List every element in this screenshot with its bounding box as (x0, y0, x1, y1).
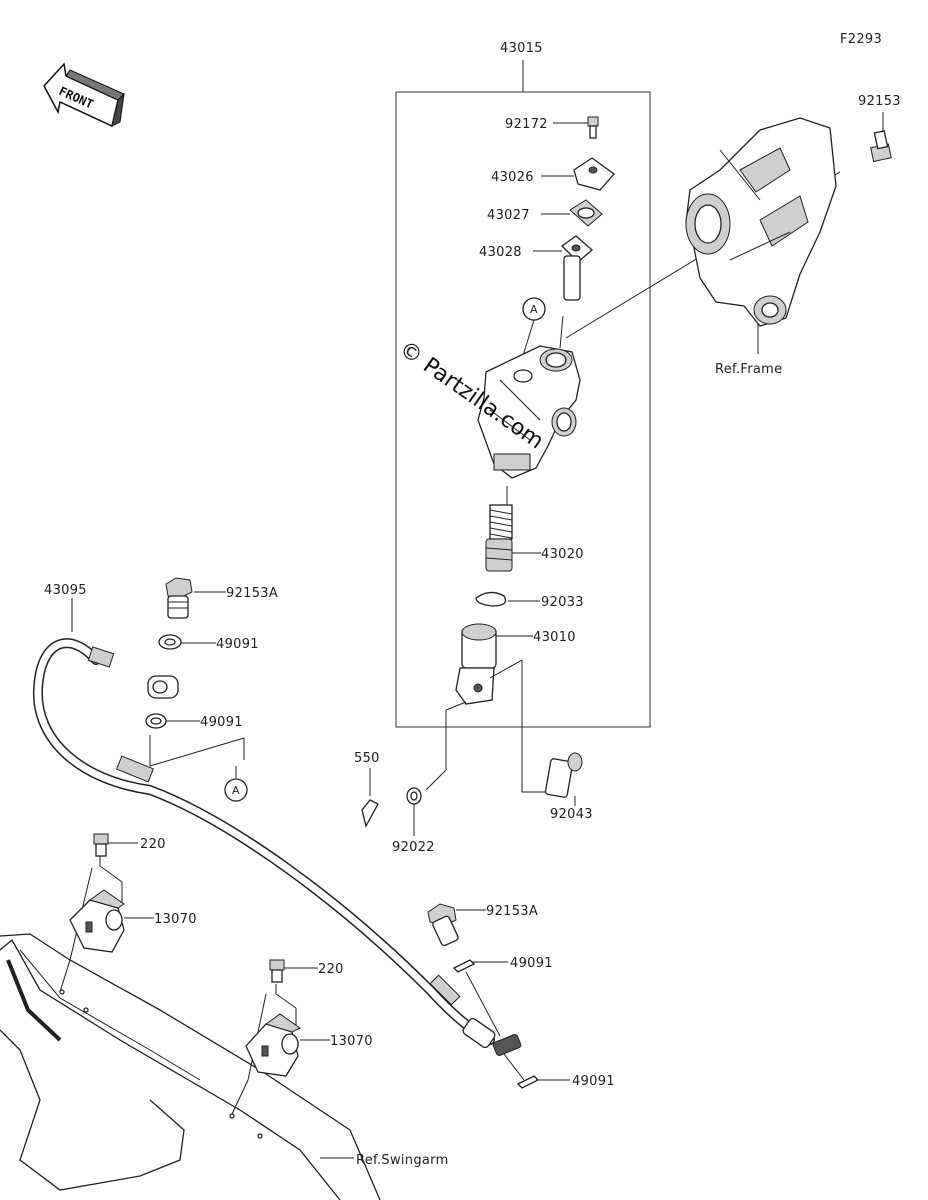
marker-a-bottom-label: A (232, 784, 240, 797)
swingarm-reference (0, 933, 381, 1200)
part-label-43020: 43020 (541, 547, 584, 562)
part-label-13070-left: 13070 (154, 912, 197, 927)
ref-frame-label: Ref.Frame (715, 362, 782, 377)
part-label-92022: 92022 (392, 840, 435, 855)
part-label-43028: 43028 (479, 245, 522, 260)
washer-49091-4 (503, 1053, 570, 1089)
bolt-92153 (870, 112, 892, 163)
cotter-pin-550 (361, 768, 379, 828)
hose-clamp-13070-left (69, 889, 154, 953)
washer-49091-1 (158, 634, 216, 650)
part-label-220-right: 220 (318, 962, 344, 977)
part-label-49091-4: 49091 (572, 1074, 615, 1089)
part-label-49091-3: 49091 (510, 956, 553, 971)
diaphragm-43027 (541, 199, 603, 227)
reservoir-fitting-43028 (533, 235, 593, 301)
hose-clamp-13070-right (245, 1013, 330, 1077)
part-label-550: 550 (354, 751, 380, 766)
piston-43020 (485, 486, 541, 572)
brake-hose-43095 (32, 598, 522, 1056)
part-label-92033: 92033 (541, 595, 584, 610)
part-label-92043: 92043 (550, 807, 593, 822)
part-label-43095: 43095 (44, 583, 87, 598)
washer-49091-2 (145, 713, 200, 729)
marker-a-top-label: A (530, 303, 538, 316)
part-label-92153: 92153 (858, 94, 901, 109)
assembly-box (395, 60, 651, 728)
part-label-92172: 92172 (505, 117, 548, 132)
pin-92043 (544, 752, 583, 806)
ref-swingarm-label: Ref.Swingarm (356, 1153, 449, 1168)
part-label-43015: 43015 (500, 41, 543, 56)
part-label-49091-2: 49091 (200, 715, 243, 730)
part-label-43010: 43010 (533, 630, 576, 645)
pushrod-43010 (425, 623, 548, 793)
washer-49091-3 (452, 959, 508, 1037)
part-label-220-left: 220 (140, 837, 166, 852)
washer-92022 (406, 787, 422, 836)
frame-reference (685, 117, 837, 354)
part-label-43026: 43026 (491, 170, 534, 185)
figure-code: F2293 (840, 32, 882, 47)
reservoir-cap-43026 (541, 157, 615, 191)
bolt-92172 (553, 116, 599, 139)
part-label-13070-right: 13070 (330, 1034, 373, 1049)
part-label-92153a-top: 92153A (226, 586, 278, 601)
part-label-92153a-bottom: 92153A (486, 904, 538, 919)
banjo-bolt-92153a-top (165, 577, 226, 619)
circlip-92033 (475, 591, 540, 607)
banjo-bolt-92153a-bottom (427, 903, 486, 947)
part-label-49091-1: 49091 (216, 637, 259, 652)
marker-a-bottom (149, 735, 248, 802)
part-label-43027: 43027 (487, 208, 530, 223)
front-arrow-icon: FRONT (43, 62, 125, 128)
